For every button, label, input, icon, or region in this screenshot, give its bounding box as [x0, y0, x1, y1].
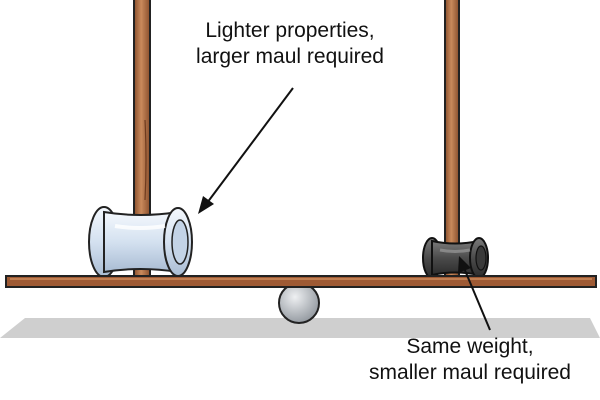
- heavy-maul-caption-line1: Same weight,: [406, 335, 534, 358]
- heavy-maul-pointer-arrow: [458, 256, 491, 331]
- light-maul-pointer-arrow: [198, 87, 294, 214]
- balance-beam: [5, 275, 597, 288]
- heavy-maul-head: [422, 237, 489, 279]
- heavy-maul-caption-line2: smaller maul required: [369, 361, 571, 384]
- ground-shadow: [0, 318, 600, 338]
- fulcrum-ball: [278, 282, 320, 324]
- heavy-maul-caption: Same weight, smaller maul required: [350, 334, 590, 386]
- light-maul-caption-line2: larger maul required: [196, 45, 384, 68]
- heavy-maul-handle: [444, 0, 460, 278]
- light-maul-caption: Lighter properties, larger maul required: [150, 18, 430, 70]
- light-maul-head: [88, 206, 193, 278]
- handle-grain-line: [144, 119, 147, 201]
- light-maul-caption-line1: Lighter properties,: [205, 19, 375, 42]
